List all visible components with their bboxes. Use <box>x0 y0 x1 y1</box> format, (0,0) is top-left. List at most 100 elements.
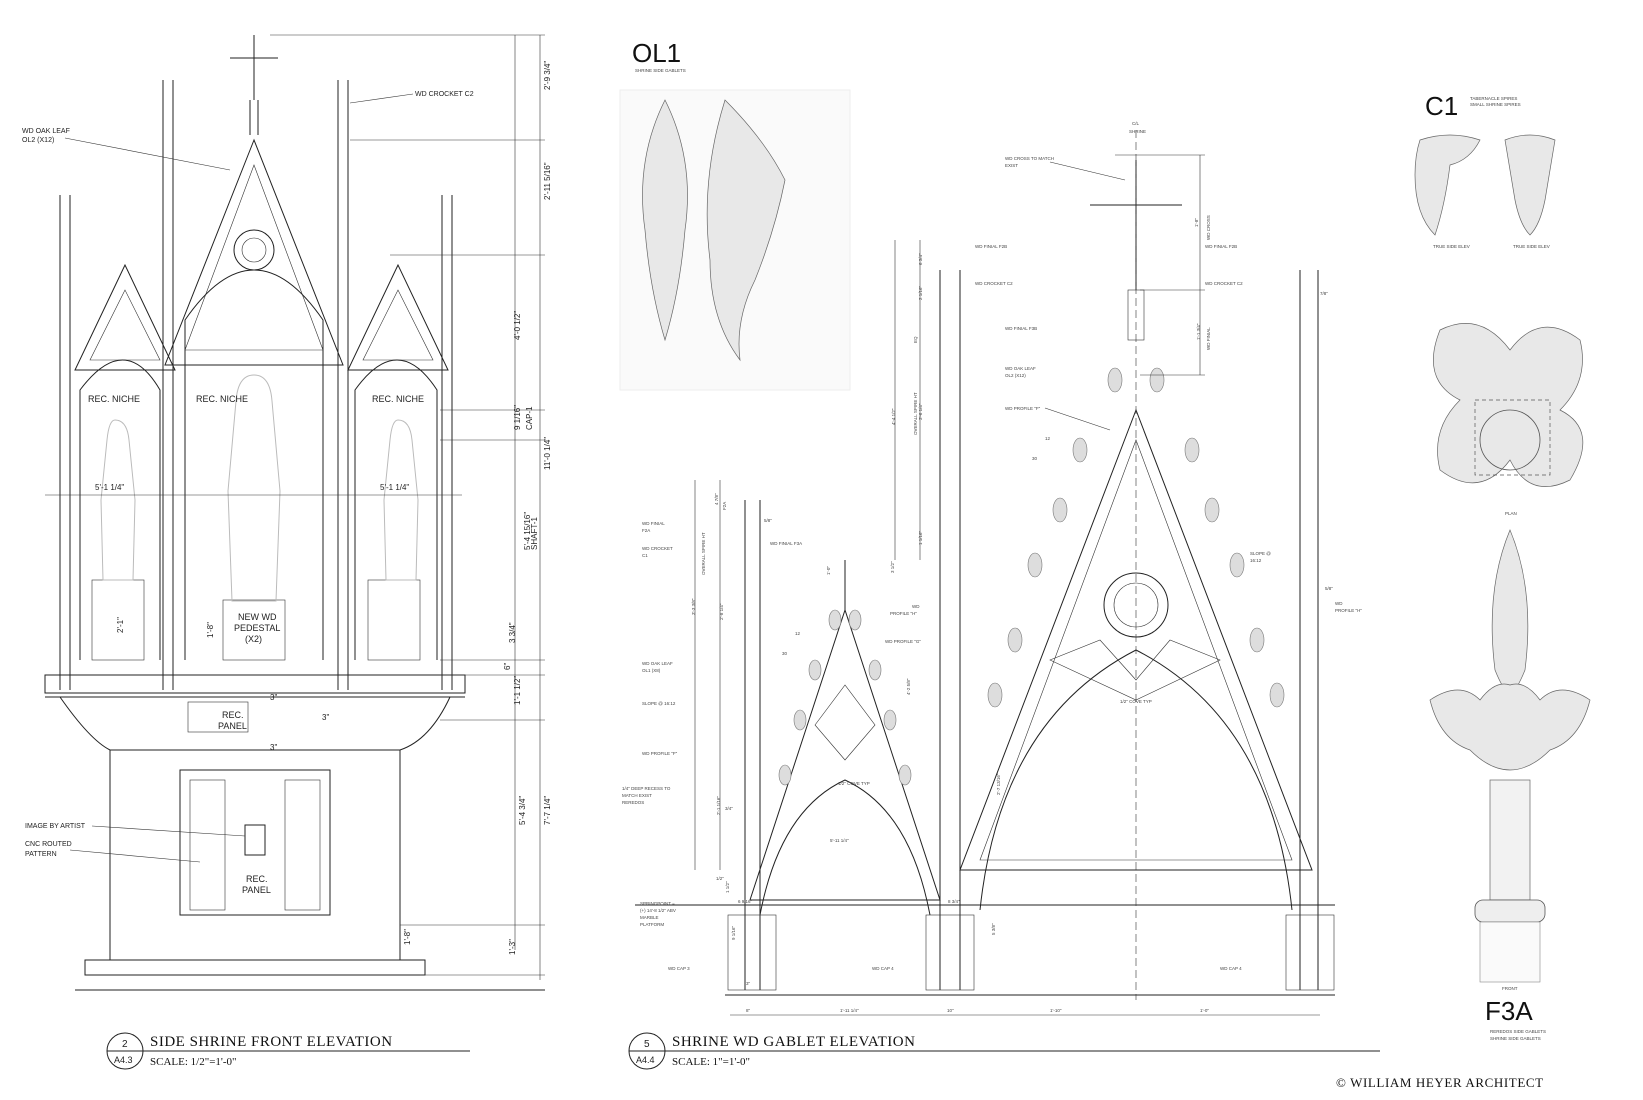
dim-v-c: 2 1/16" <box>918 285 923 300</box>
dim-d12: 1'-3" <box>508 939 517 955</box>
dim-d8: 6" <box>503 663 512 670</box>
shrine-gablet-elevation: OL1 SHRINE SIDE GABLETS <box>619 38 1380 1070</box>
niches <box>79 269 438 661</box>
label-spring-1: SPRINGPOINT = <box>640 901 675 906</box>
detail-ol1: OL1 <box>632 38 681 68</box>
label-slope-l: SLOPE @ 16:12 <box>642 701 676 706</box>
label-pedestal-1: NEW WD <box>238 612 277 622</box>
label-profile-f-l: WD PROFILE "F" <box>642 751 678 756</box>
middle-dimension-lines <box>694 154 1205 870</box>
front-label: FRONT <box>1502 986 1518 991</box>
label-crocket-c2-l: WD CROCKET C2 <box>975 281 1013 286</box>
dim-v-l-a: 2'-8 1/4" <box>719 603 724 620</box>
label-crocket-c2: WD CROCKET C2 <box>415 91 474 98</box>
dim-b1: 5'-11 1/4" <box>830 838 849 843</box>
label-cross-1: WD CROSS TO MATCH <box>1005 156 1054 161</box>
dim-slope-den-1: 30 <box>1032 456 1038 461</box>
title-middle: SHRINE WD GABLET ELEVATION <box>672 1034 915 1050</box>
dim-v-l-overall-b: OVERALL SPIRE HT <box>701 532 706 575</box>
label-spring-2: (+) 14'-8 1/2" ABV <box>640 908 676 913</box>
copyright: © WILLIAM HEYER ARCHITECT <box>1336 1075 1544 1090</box>
label-rec-panel-bottom-2: PANEL <box>242 885 271 895</box>
label-cl-1: C/L <box>1132 121 1140 126</box>
dim-n8: 9 1/16" <box>731 925 736 940</box>
detail-f3a: F3A <box>1485 996 1533 1026</box>
dim-v-cross: 1'-8" <box>1194 218 1199 227</box>
label-slope-r-2: 16:12 <box>1250 558 1262 563</box>
label-profile-h-r-2: PROFILE "H" <box>1335 608 1362 613</box>
label-niche-left: REC. NICHE <box>88 394 140 404</box>
label-slope-r-1: SLOPE @ <box>1250 551 1271 556</box>
c1-view1: TRUE SIDE ELEV <box>1433 244 1470 249</box>
oak-leaf-side-icon <box>706 99 786 362</box>
dim-slope-num-1: 12 <box>1045 436 1051 441</box>
finial-plan-icon <box>1433 323 1584 488</box>
dim-d3: 4'-0 1/2" <box>513 311 522 340</box>
label-image-by-artist: IMAGE BY ARTIST <box>25 823 86 830</box>
plan-label: PLAN <box>1505 511 1517 516</box>
oak-leaf-front-icon <box>642 99 688 342</box>
dim-v-g1: 4'-2 5/8" <box>906 678 911 695</box>
spires <box>59 80 453 690</box>
label-cap4-m: WD CAP 4 <box>872 966 894 971</box>
side-shrine-front-elevation: WD CROCKET C2 WD OAK LEAF OL2 (X12) REC.… <box>22 34 552 1070</box>
dim-n7: 8 3/4" <box>948 899 960 904</box>
label-rec-panel-bottom-1: REC. <box>246 874 268 884</box>
dim-v-e: 3 1/2" <box>890 561 895 573</box>
dim-n2: 7/8" <box>1320 291 1328 296</box>
dim-n11: 3" <box>746 981 751 986</box>
label-profile-f: WD PROFILE "F" <box>1005 406 1041 411</box>
label-pedestal-2: PEDESTAL <box>234 623 280 633</box>
dim-h-b: 1'-11 1/4" <box>840 1008 859 1013</box>
right-gable <box>347 263 449 371</box>
pinnacle-columns <box>727 270 1335 991</box>
detail-f3a-sub-2: SHRINE SIDE GABLETS <box>1490 1036 1541 1041</box>
label-finial-f3b: WD FINIAL F3B <box>1005 326 1037 331</box>
label-crocket-c1-2: C1 <box>642 553 648 558</box>
center-gable <box>164 138 344 366</box>
dim-w2: 5'-1 1/4" <box>380 483 409 492</box>
dim-v-overall: 4'-4 1/2" <box>891 408 896 425</box>
label-profile-h-m-1: WD <box>912 604 920 609</box>
scale-left: SCALE: 1/2"=1'-0" <box>150 1056 237 1068</box>
dim-d6b: SHAFT-1 <box>530 517 539 550</box>
dim-d10: 5'-4 3/4" <box>518 796 527 825</box>
label-cnc-2: PATTERN <box>25 851 57 858</box>
dim-d7: 3 3/4" <box>508 622 517 643</box>
entablature <box>44 674 466 976</box>
label-profile-g: WD PROFILE "G" <box>885 639 921 644</box>
label-finial-f2a-2: F2A <box>642 528 650 533</box>
dim-eq: EQ <box>913 336 918 343</box>
label-profile-h-r-1: WD <box>1335 601 1343 606</box>
dim-n1: 5/8" <box>764 518 772 523</box>
dim-d4: 9 1/16" <box>513 405 522 430</box>
label-finial-f2b-l: WD FINIAL F2B <box>975 244 1007 249</box>
dim-v-l-b: 4 7/8" <box>714 493 719 505</box>
dim-slope-den-2: 30 <box>782 651 788 656</box>
dim-v-d: 1 1/16" <box>918 530 923 545</box>
dim-v-arch1: 2'-1 1/16" <box>716 796 721 815</box>
label-cnc-1: CNC ROUTED <box>25 841 72 848</box>
dim-w1: 5'-1 1/4" <box>95 483 124 492</box>
dim-d2: 2'-11 5/16" <box>543 162 552 200</box>
detail-f3a-sub-1: REREDOS SIDE GABLETS <box>1490 1029 1546 1034</box>
dim-p2: 3" <box>322 713 329 722</box>
label-niche-center: REC. NICHE <box>196 394 248 404</box>
label-cl-2: SHRINE <box>1129 129 1146 134</box>
detail-c1: C1 <box>1425 91 1458 121</box>
title-block-left: 2 A4.3 SIDE SHRINE FRONT ELEVATION SCALE… <box>106 1032 470 1070</box>
dim-d9: 1'-1 1/2" <box>513 676 522 705</box>
label-crocket-c1-1: WD CROCKET <box>642 546 673 551</box>
label-oak-leaf-1: WD OAK LEAF <box>22 128 70 135</box>
dim-h2: 1'-8" <box>206 622 215 638</box>
label-oak-leaf-2: OL2 (X12) <box>22 137 54 144</box>
label-crocket-c2-r: WD CROCKET C2 <box>1205 281 1243 286</box>
label-spring-3: MARBLE <box>640 915 659 920</box>
crocket-side-icon <box>1414 134 1481 236</box>
label-oak-ol1-2: OL1 (X8) <box>642 668 661 673</box>
label-finial-f2b-r: WD FINIAL F2B <box>1205 244 1237 249</box>
sheet-left: A4.3 <box>114 1055 133 1065</box>
label-cove-2: 1/2" COVE TYP <box>1120 699 1152 704</box>
left-gable <box>74 263 176 371</box>
label-recess-3: REREDOS <box>622 800 644 805</box>
